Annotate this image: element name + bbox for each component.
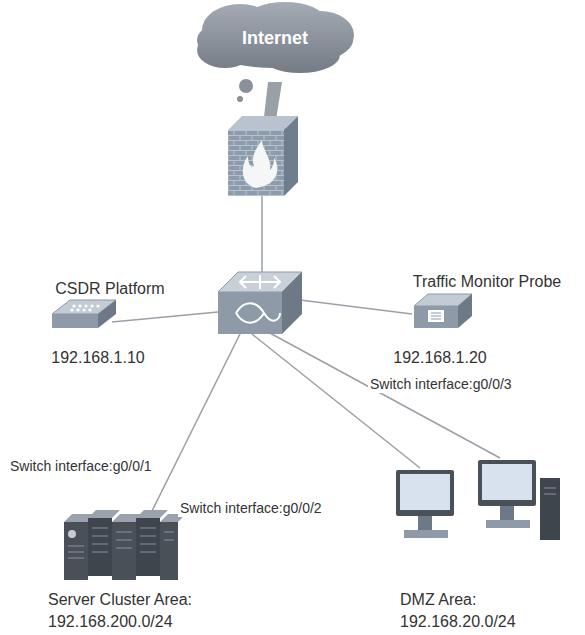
cloud-bubble xyxy=(239,79,253,93)
interface-label: Switch interface:g0/0/3 xyxy=(368,376,514,393)
interface-label: Switch interface:g0/0/1 xyxy=(8,458,154,475)
area-node: DMZ Area: 192.168.20.0/24 xyxy=(400,590,516,631)
probe-device-icon xyxy=(414,294,472,328)
internet-cloud xyxy=(197,2,354,73)
node-title: Server Cluster Area: xyxy=(48,590,192,609)
wire xyxy=(268,332,500,458)
cloud-bubble xyxy=(237,96,243,102)
csdr-device-icon xyxy=(52,300,116,328)
device-node: Traffic Monitor Probe 192.168.1.20 xyxy=(393,272,561,367)
cloud-node: Internet xyxy=(242,28,308,49)
node-address: 192.168.200.0/24 xyxy=(48,612,173,631)
device-node: CSDR Platform 192.168.1.10 xyxy=(51,279,164,367)
node-title: DMZ Area: xyxy=(400,590,476,609)
node-address: 192.168.1.20 xyxy=(393,348,486,367)
firewall-icon xyxy=(228,116,298,196)
server-cluster-icon xyxy=(64,510,186,580)
pc-icon xyxy=(478,460,560,540)
wire xyxy=(261,196,263,272)
core-switch-icon xyxy=(218,272,302,334)
area-node: Server Cluster Area: 192.168.200.0/24 xyxy=(48,590,192,631)
node-title: Internet xyxy=(242,28,308,49)
interface-label: Switch interface:g0/0/2 xyxy=(178,500,324,517)
wire xyxy=(150,334,240,515)
node-title: Traffic Monitor Probe xyxy=(413,272,562,291)
network-wires xyxy=(112,196,500,515)
pc-icon xyxy=(396,470,454,538)
wire xyxy=(300,300,412,314)
wire xyxy=(112,312,218,322)
node-address: 192.168.20.0/24 xyxy=(400,612,516,631)
node-title: CSDR Platform xyxy=(55,279,164,298)
node-address: 192.168.1.10 xyxy=(51,348,144,367)
